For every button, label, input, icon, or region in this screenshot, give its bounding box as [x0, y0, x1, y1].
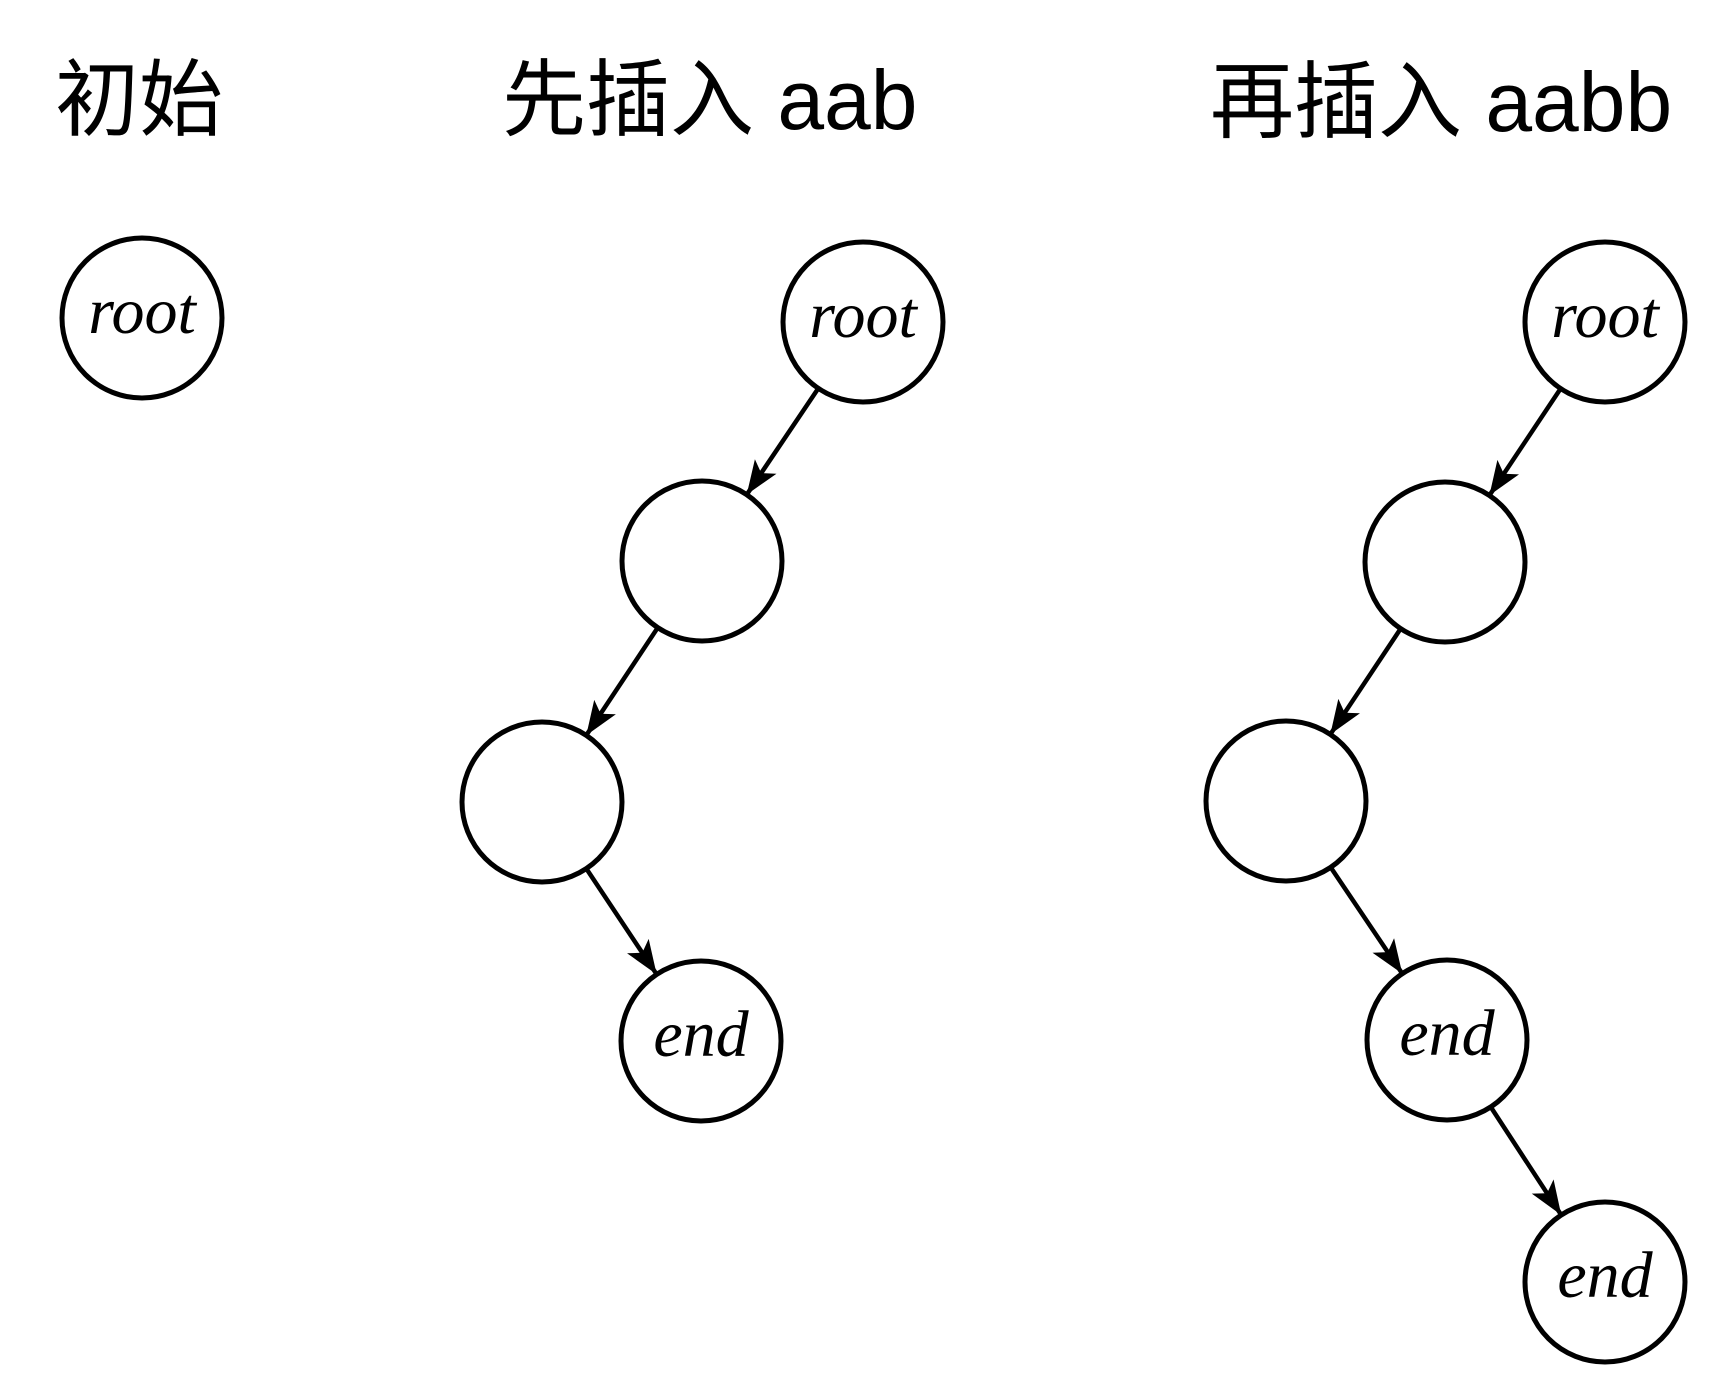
node-circle-t3-end2 — [1522, 1199, 1688, 1365]
edge-t2-root-to-t2-n1 — [745, 388, 820, 496]
node-circle-t2-end — [618, 958, 784, 1124]
tree-after-insert-aabb: root end end — [1203, 239, 1688, 1365]
node-circle-t2-root — [780, 239, 946, 405]
node-label-t1-root: root — [88, 275, 197, 348]
node-circle-t2-n1 — [619, 478, 785, 644]
node-label-t2-end: end — [653, 998, 749, 1071]
edge-t3-n2-to-t3-end1 — [1329, 867, 1404, 975]
node-circle-t3-n2 — [1203, 718, 1369, 884]
node-label-t3-root: root — [1551, 279, 1660, 352]
heading-insert-aab: 先插入 aab — [502, 53, 918, 147]
heading-initial: 初始 — [55, 53, 224, 147]
edge-t2-n1-to-t2-n2 — [584, 628, 659, 736]
node-circle-t3-n1 — [1362, 479, 1528, 645]
heading-insert-aabb: 再插入 aabb — [1210, 55, 1673, 149]
node-label-t2-root: root — [809, 279, 918, 352]
edge-t2-n2-to-t2-end — [585, 869, 659, 975]
node-circle-t1-root — [59, 235, 225, 401]
edge-t3-root-to-t3-n1 — [1488, 388, 1562, 496]
tree-initial: root — [59, 235, 225, 401]
node-label-t3-end1: end — [1399, 997, 1495, 1070]
node-circle-t2-n2 — [459, 719, 625, 885]
edge-t3-n1-to-t3-n2 — [1328, 629, 1402, 735]
tree-after-insert-aab: root end — [459, 239, 946, 1124]
edge-t3-end1-to-t3-end2 — [1489, 1107, 1563, 1216]
node-label-t3-end2: end — [1557, 1239, 1653, 1312]
node-circle-t3-root — [1522, 239, 1688, 405]
node-circle-t3-end1 — [1364, 957, 1530, 1123]
